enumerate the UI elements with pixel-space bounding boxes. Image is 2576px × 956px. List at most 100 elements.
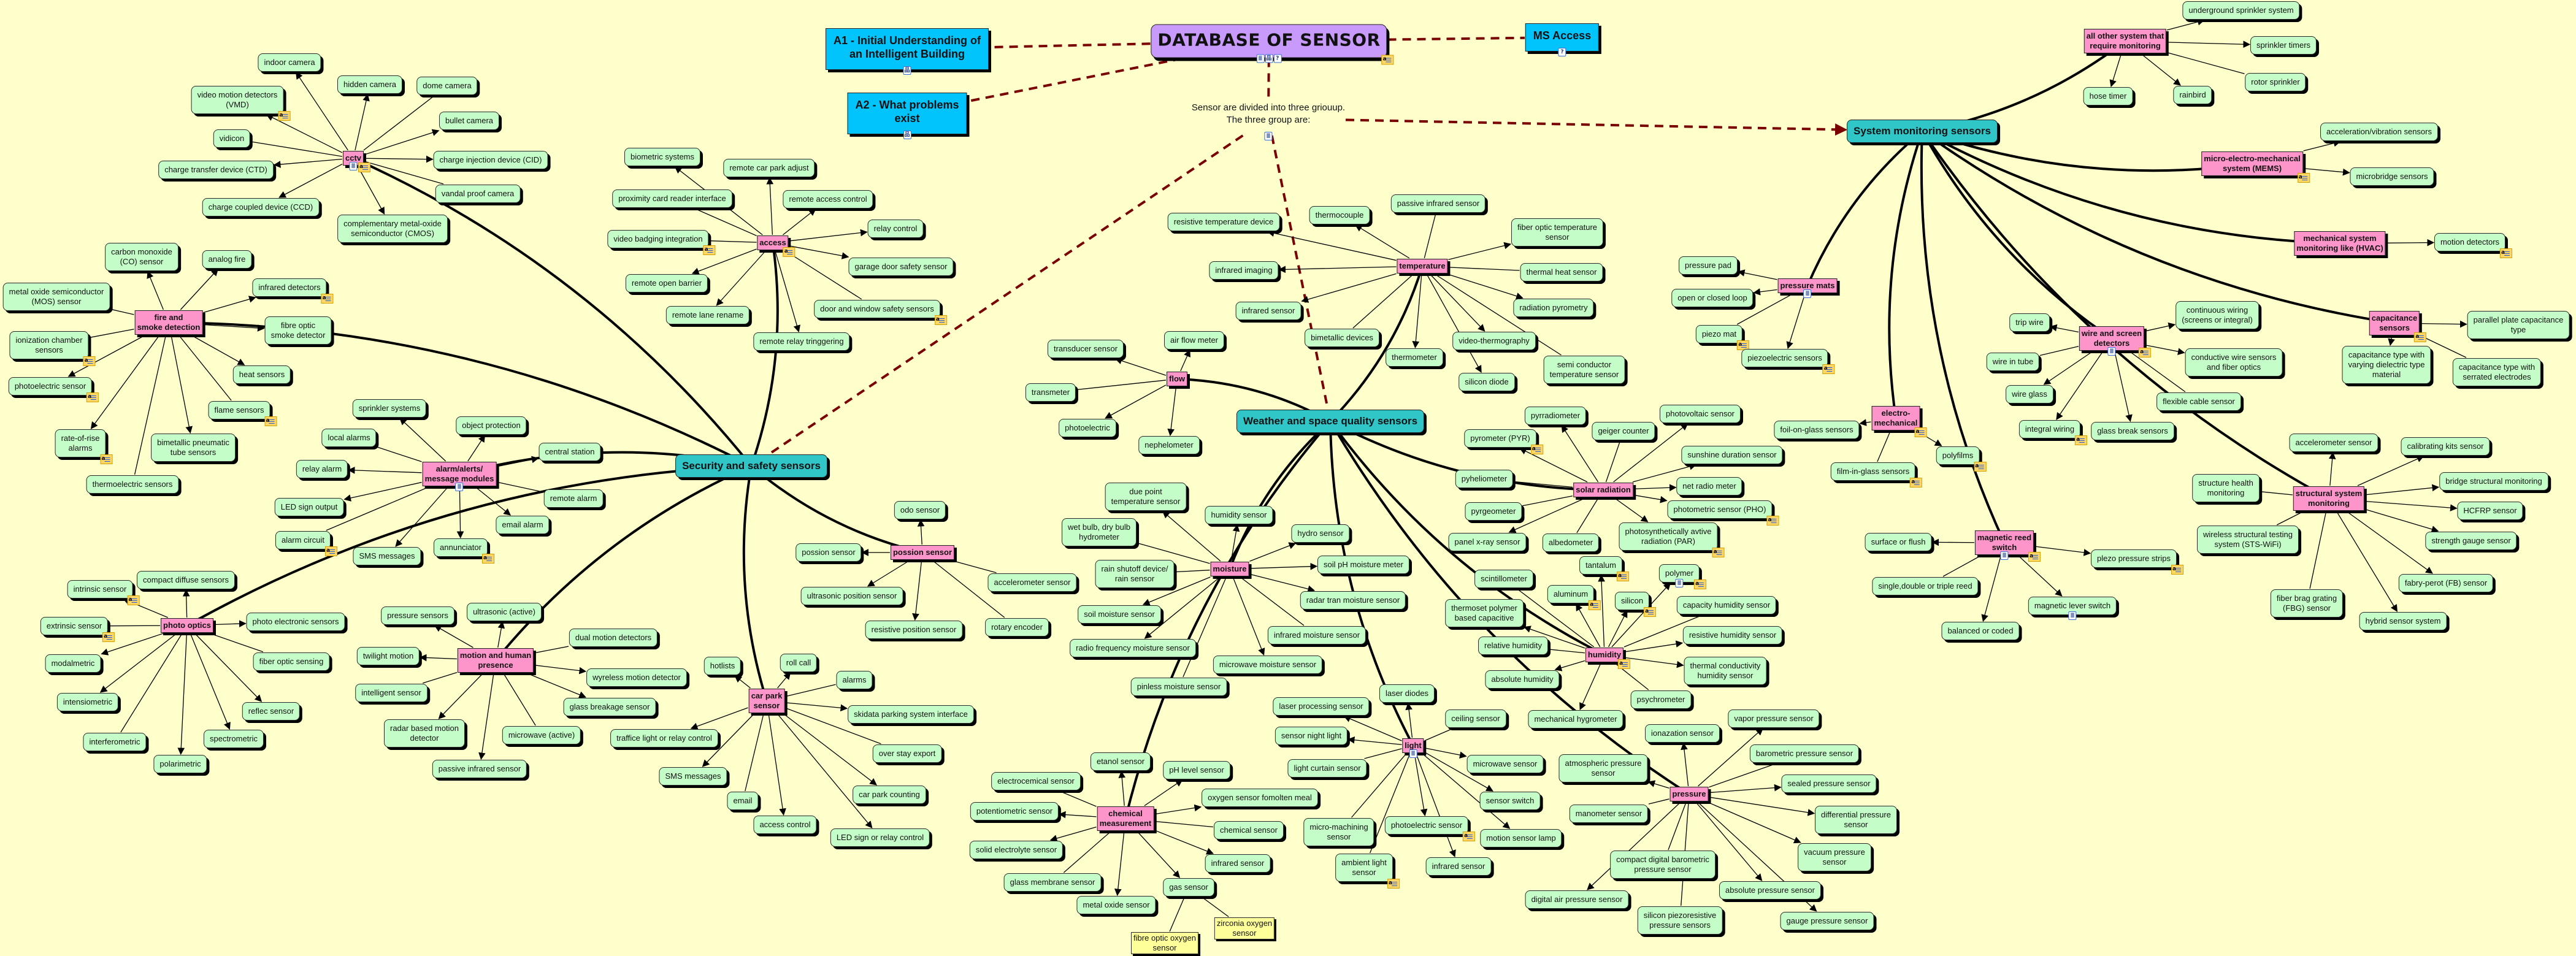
item-differential-pressure-sensor[interactable]: differential pressure sensor [1815, 806, 1897, 834]
note-icon[interactable]: a [2414, 332, 2427, 342]
item-parallel-plate-capacitance-type[interactable]: parallel plate capacitance type [2467, 311, 2570, 339]
document-icon[interactable]: ≣ [2107, 347, 2116, 356]
item-email[interactable]: email [727, 792, 759, 810]
item-atmospheric-pressure-sensor[interactable]: atmospheric pressure sensor [1558, 754, 1648, 782]
item-pressure-pad[interactable]: pressure pad [1679, 256, 1738, 275]
item-fiber-optic-temperature-sensor[interactable]: fiber optic temperature sensor [1511, 218, 1604, 247]
item-vapor-pressure-sensor[interactable]: vapor pressure sensor [1728, 709, 1820, 728]
note-icon[interactable]: a [481, 554, 494, 564]
note-icon[interactable]: a [2075, 435, 2088, 445]
item-interferometric[interactable]: interferometric [83, 733, 147, 751]
item-absolute-humidity[interactable]: absolute humidity [1485, 670, 1560, 689]
item-infrared-imaging[interactable]: infrared imaging [1209, 261, 1279, 280]
item-transmeter[interactable]: transmeter [1025, 383, 1076, 402]
item-sms-messages[interactable]: SMS messages [353, 547, 421, 565]
item-pyrometer-pyr[interactable]: pyrometer (PYR)a [1464, 429, 1543, 454]
item-motion-sensor-lamp[interactable]: motion sensor lamp [1480, 829, 1562, 847]
help-icon[interactable]: ? [1558, 48, 1566, 56]
category-chemical-measurement[interactable]: chemical measurement [1097, 806, 1154, 831]
note-icon[interactable]: a [325, 546, 338, 556]
item-continuous-wiring-screens-or-integral[interactable]: continuous wiring (screens or integral) [2175, 301, 2259, 329]
item-thermal-heat-sensor[interactable]: thermal heat sensor [1520, 263, 1603, 281]
item-microbridge-sensors[interactable]: microbridge sensors [2350, 167, 2434, 186]
item-vacuum-pressure-sensor[interactable]: vacuum pressure sensor [1798, 843, 1871, 871]
item-absolute-pressure-sensor[interactable]: absolute pressure sensor [1719, 881, 1821, 900]
item-psychrometer[interactable]: psychrometer [1630, 690, 1692, 709]
item-hidden-camera[interactable]: hidden camera [337, 75, 402, 94]
item-infrared-sensor[interactable]: infrared sensor [1235, 302, 1301, 320]
item-accelerometer-sensor[interactable]: accelerometer sensor [2289, 434, 2379, 452]
note-icon[interactable]: a [127, 595, 140, 605]
item-geiger-counter[interactable]: geiger counter [1592, 422, 1655, 440]
item-rotary-encoder[interactable]: rotary encoder [985, 618, 1049, 637]
item-wire-glass[interactable]: wire glass [2006, 385, 2053, 403]
item-panel-x-ray-sensor[interactable]: panel x-ray sensor [1448, 533, 1527, 551]
item-radar-tran-moisture-sensor[interactable]: radar tran moisture sensor [1300, 591, 1406, 610]
item-ionazation-sensor[interactable]: ionazation sensor [1645, 724, 1720, 743]
document-icon[interactable]: ≣ [349, 162, 358, 170]
item-glass-membrane-sensor[interactable]: glass membrane sensor [1003, 873, 1102, 892]
document-icon[interactable]: ≣ [1409, 749, 1417, 758]
item-remote-access-control[interactable]: remote access control [783, 190, 873, 208]
item-relative-humidity[interactable]: relative humidity [1478, 637, 1548, 655]
item-resistive-humidity-sensor[interactable]: resistive humidity sensor [1682, 626, 1783, 644]
item-light-curtain-sensor[interactable]: light curtain sensor [1287, 759, 1367, 778]
item-capacity-humidity-sensor[interactable]: capacity humidity sensor [1676, 596, 1777, 614]
item-possion-sensor[interactable]: possion sensor [795, 543, 862, 562]
note-icon[interactable]: a [2028, 552, 2041, 562]
item-indoor-camera[interactable]: indoor camera [258, 53, 321, 72]
item-microwave-sensor[interactable]: microwave sensor [1466, 755, 1544, 773]
item-etanol-sensor[interactable]: etanol sensor [1090, 752, 1151, 771]
item-silicon-diode[interactable]: silicon diode [1459, 373, 1515, 391]
category-photo-optics[interactable]: photo optics [161, 618, 213, 633]
item-sprinkler-timers[interactable]: sprinkler timers [2250, 36, 2317, 55]
item-local-alarms[interactable]: local alarms [321, 429, 377, 447]
note-icon[interactable]: a [783, 247, 795, 257]
item-thermocouple[interactable]: thermocouple [1309, 206, 1370, 224]
category-cctv[interactable]: cctv≣a [342, 151, 371, 172]
item-bimetallic-pneumatic-tube-sensors[interactable]: bimetallic pneumatic tube sensors [151, 434, 236, 462]
item-photoelectric[interactable]: photoelectric [1059, 419, 1116, 437]
category-pressure[interactable]: pressure [1669, 787, 1709, 801]
item-pyrradiometer[interactable]: pyrradiometer [1524, 407, 1587, 425]
note-icon[interactable]: a [321, 294, 334, 304]
item-analog-fire[interactable]: analog fire [202, 250, 252, 269]
note-icon[interactable]: a [358, 163, 371, 172]
item-hcfrp-sensor[interactable]: HCFRP sensor [2457, 502, 2523, 520]
item-hydro-sensor[interactable]: hydro sensor [1291, 524, 1350, 543]
item-radio-frequency-moisture-sensor[interactable]: radio frequency moisture sensor [1070, 639, 1196, 657]
item-charge-transfer-device-ctd[interactable]: charge transfer device (CTD) [158, 161, 274, 179]
item-mechanical-hygrometer[interactable]: mechanical hygrometer [1528, 710, 1623, 728]
category-all-other-system-that-require-monitoring[interactable]: all other system that require monitoring [2083, 29, 2167, 53]
item-ultrasonic-active[interactable]: ultrasonic (active) [467, 603, 542, 621]
category-magnetic-reed-switch[interactable]: magnetic reed switch≣a [1974, 530, 2041, 562]
note-icon[interactable]: a [1463, 832, 1476, 841]
item-alarms[interactable]: alarms [836, 671, 873, 689]
item-fibre-optic-oxygen-sensor[interactable]: fibre optic oxygen sensor [1131, 932, 1198, 954]
item-surface-or-flush[interactable]: surface or flush [1865, 533, 1932, 551]
item-passive-infrared-sensor[interactable]: passive infrared sensor [432, 760, 527, 778]
category-motion-and-human-presence[interactable]: motion and human presence [457, 648, 534, 673]
submap-icon[interactable]: 品 [903, 131, 911, 139]
item-laser-processing-sensor[interactable]: laser processing sensor [1273, 697, 1370, 716]
item-rain-shutoff-device-rain-sensor[interactable]: rain shutoff device/ rain sensor [1095, 560, 1175, 588]
item-infrared-sensor[interactable]: infrared sensor [1425, 857, 1492, 876]
item-central-station[interactable]: central station [539, 443, 601, 461]
item-pyrgeometer[interactable]: pyrgeometer [1465, 502, 1522, 521]
item-radiation-pyrometry[interactable]: radiation pyrometry [1513, 299, 1594, 317]
item-over-stay-export[interactable]: over stay export [872, 744, 942, 763]
item-fabry-perot-fb-sensor[interactable]: fabry-perot (FB) sensor [2398, 574, 2494, 592]
item-open-or-closed-loop[interactable]: open or closed loop [1671, 289, 1754, 307]
item-wyreless-motion-detector[interactable]: wyreless motion detector [586, 668, 687, 687]
item-thermometer[interactable]: thermometer [1386, 348, 1443, 367]
link-ms-access[interactable]: MS Access? [1525, 23, 1600, 56]
item-photovoltaic-sensor[interactable]: photovoltaic sensor [1659, 405, 1741, 423]
item-structure-health-monitoring[interactable]: structure health monitoring [2192, 474, 2260, 502]
item-barometric-pressure-sensor[interactable]: barometric pressure sensor [1749, 744, 1860, 763]
